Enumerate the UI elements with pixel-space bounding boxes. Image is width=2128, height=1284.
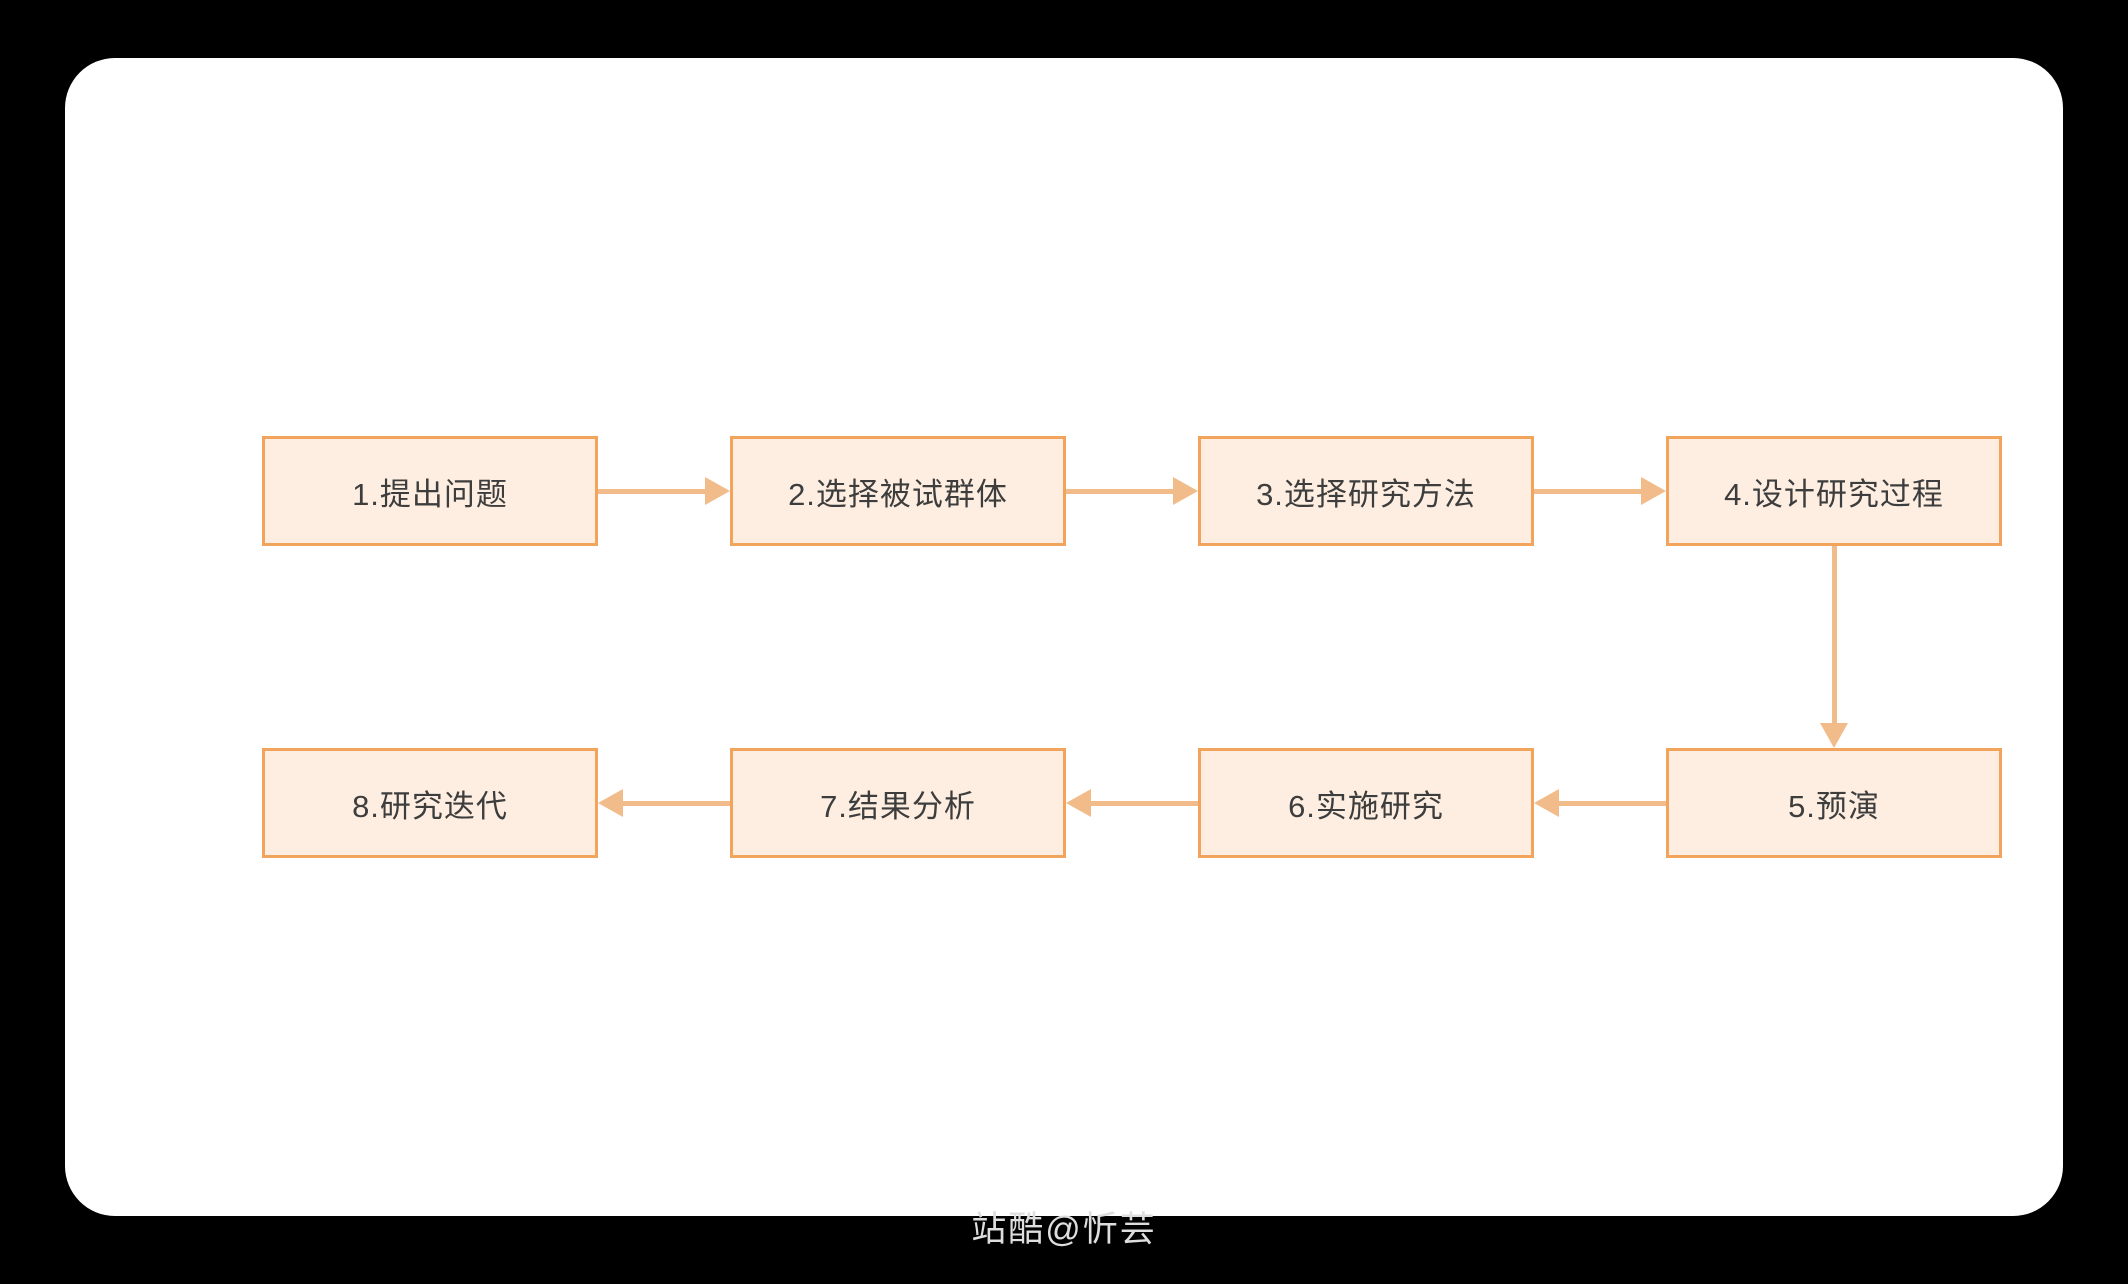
flow-node-label: 8.研究迭代 [352,788,508,824]
arrow-right-icon [1534,477,1666,505]
arrow-shaft [1066,488,1176,494]
flow-node-label: 1.提出问题 [352,476,508,512]
arrow-head-icon [1066,789,1091,817]
arrow-head-icon [598,789,623,817]
arrow-head-icon [1173,477,1198,505]
arrow-left-icon [598,789,730,817]
flow-node-label: 3.选择研究方法 [1256,476,1476,512]
watermark-text: 站酷@忻芸 [971,1210,1157,1249]
flow-node-7-result-analysis: 7.结果分析 [730,748,1066,858]
flow-node-6-conduct-research: 6.实施研究 [1198,748,1534,858]
flow-node-label: 6.实施研究 [1288,788,1444,824]
arrow-shaft [598,488,708,494]
flow-node-label: 4.设计研究过程 [1724,476,1944,512]
arrow-left-icon [1066,789,1198,817]
flow-node-label: 2.选择被试群体 [788,476,1008,512]
arrow-shaft [620,800,730,806]
flow-node-1-propose-question: 1.提出问题 [262,436,598,546]
flow-node-label: 5.预演 [1788,788,1880,824]
arrow-right-icon [598,477,730,505]
arrow-head-icon [705,477,730,505]
flow-node-4-design-process: 4.设计研究过程 [1666,436,2002,546]
arrow-left-icon [1534,789,1666,817]
arrow-head-icon [1641,477,1666,505]
arrow-down-icon [1820,546,1848,748]
diagram-canvas: 1.提出问题 2.选择被试群体 3.选择研究方法 4.设计研究过程 5.预演 6… [65,58,2063,1249]
arrow-shaft [1556,800,1666,806]
flow-node-8-research-iteration: 8.研究迭代 [262,748,598,858]
flow-node-label: 7.结果分析 [820,788,976,824]
arrow-shaft [1534,488,1644,494]
flow-node-5-rehearsal: 5.预演 [1666,748,2002,858]
arrow-shaft [1088,800,1198,806]
flow-node-2-select-subjects: 2.选择被试群体 [730,436,1066,546]
arrow-shaft [1831,546,1837,728]
arrow-right-icon [1066,477,1198,505]
arrow-head-icon [1820,723,1848,748]
arrow-head-icon [1534,789,1559,817]
flow-node-3-select-method: 3.选择研究方法 [1198,436,1534,546]
